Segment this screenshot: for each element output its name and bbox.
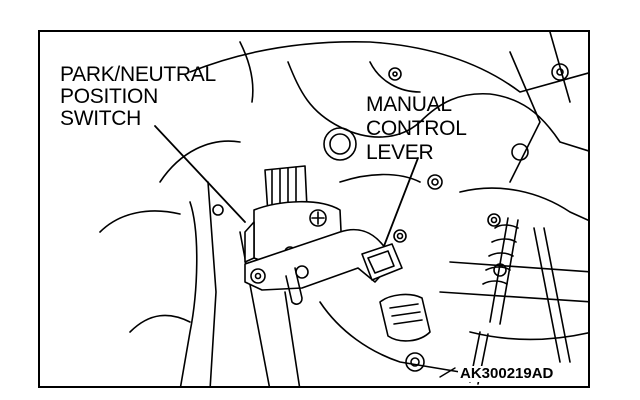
manual-lever-label-line3: LEVER — [366, 141, 434, 164]
shaft-drawing — [469, 217, 571, 385]
reference-code: AK300219AD — [458, 365, 556, 382]
connector-drawing — [379, 293, 431, 342]
leader-lines — [154, 125, 456, 378]
park-neutral-label-line3: SWITCH — [60, 107, 142, 130]
manual-control-lever-drawing — [244, 228, 403, 305]
case-bolts — [212, 63, 569, 372]
park-neutral-label-line1: PARK/NEUTRAL — [60, 63, 216, 86]
figure-frame: PARK/NEUTRAL POSITION SWITCH MANUAL CONT… — [38, 30, 590, 388]
transmission-illustration — [99, 32, 588, 386]
manual-lever-label-line1: MANUAL — [366, 93, 452, 116]
manual-lever-label-line2: CONTROL — [366, 117, 467, 140]
park-neutral-label-line2: POSITION — [60, 85, 158, 108]
